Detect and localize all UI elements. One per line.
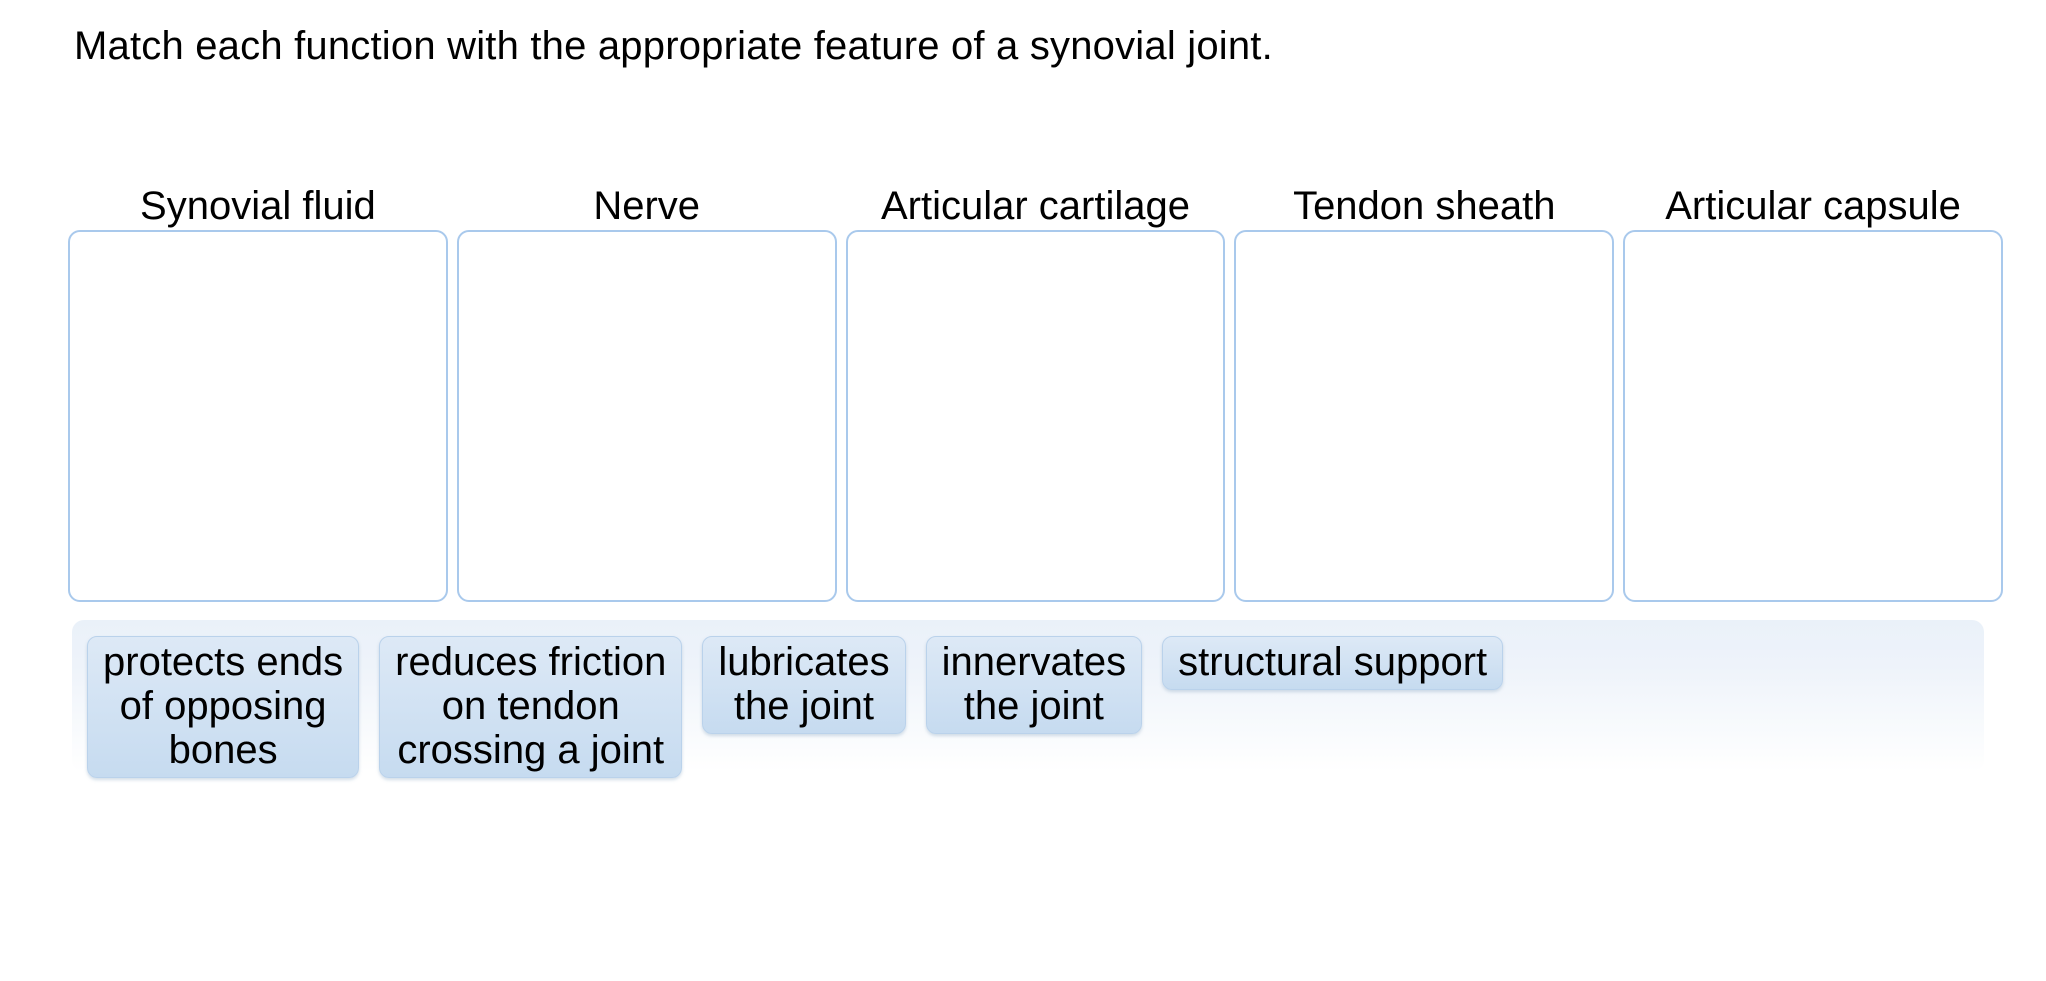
chip-row: protects ends of opposing bones reduces …: [87, 636, 1984, 778]
question-prompt: Match each function with the appropriate…: [74, 24, 1273, 68]
column-articular-capsule: Articular capsule: [1623, 180, 2003, 602]
chip-structural-support[interactable]: structural support: [1162, 636, 1504, 690]
column-header-nerve: Nerve: [593, 184, 701, 228]
column-articular-cartilage: Articular cartilage: [845, 180, 1226, 602]
chip-lubricates-the-joint[interactable]: lubricates the joint: [702, 636, 906, 734]
dropzone-synovial-fluid[interactable]: [68, 230, 448, 602]
column-header-tendon-sheath: Tendon sheath: [1293, 184, 1556, 228]
chip-protects-ends-of-opposing-bones[interactable]: protects ends of opposing bones: [87, 636, 360, 778]
matching-board: Synovial fluid Nerve Articular cartilage…: [68, 180, 2003, 602]
column-header-articular-capsule: Articular capsule: [1665, 184, 1961, 228]
chip-innervates-the-joint[interactable]: innervates the joint: [925, 636, 1143, 734]
column-synovial-fluid: Synovial fluid: [68, 180, 448, 602]
dropzone-nerve[interactable]: [456, 230, 837, 602]
chip-reduces-friction-on-tendon-crossing-a-joint[interactable]: reduces friction on tendon crossing a jo…: [379, 636, 683, 778]
dropzone-articular-cartilage[interactable]: [845, 230, 1226, 602]
column-tendon-sheath: Tendon sheath: [1234, 180, 1615, 602]
column-header-articular-cartilage: Articular cartilage: [880, 184, 1190, 228]
column-header-synovial-fluid: Synovial fluid: [140, 184, 376, 228]
answer-tray: protects ends of opposing bones reduces …: [72, 620, 1984, 778]
dropzone-articular-capsule[interactable]: [1623, 230, 2003, 602]
column-nerve: Nerve: [456, 180, 837, 602]
dropzone-tendon-sheath[interactable]: [1234, 230, 1615, 602]
